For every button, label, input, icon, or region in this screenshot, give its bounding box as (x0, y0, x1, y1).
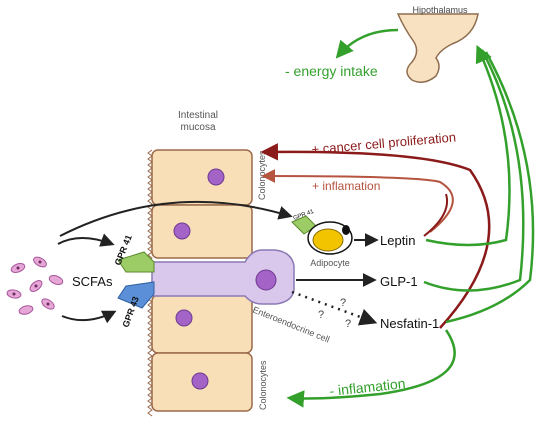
hypothalamus-label: Hipothalamus (412, 5, 468, 15)
gpr41-receptor (117, 251, 155, 273)
colonocyte-column (151, 149, 253, 412)
colonocytes-label-top: Colonocytes (257, 150, 267, 200)
inflamation-minus-arrow (286, 329, 456, 408)
cell-nucleus (175, 309, 193, 327)
scfa-molecules (6, 256, 64, 315)
cancer-proliferation-label: + cancer cell proliferation (311, 129, 457, 157)
intestinal-mucosa-label-line1: Intestinal (178, 110, 218, 121)
intestinal-mucosa-label-line2: mucosa (180, 122, 215, 133)
gpr43-receptor (117, 281, 155, 309)
nesfatin-to-hypothalamus-arrow (445, 51, 535, 324)
enteroendocrine-to-nesfatin-dotted-arrow (291, 290, 378, 326)
microvilli-border (147, 149, 153, 417)
scfa-molecule (18, 305, 34, 315)
unknown-mark: ? (340, 297, 346, 309)
scfa-arrow-upper (57, 233, 115, 247)
adipocyte-nucleus (342, 225, 350, 235)
enteroendocrine-cell (151, 249, 295, 305)
scfa-dot (12, 292, 16, 296)
enteroendocrine-nucleus (255, 269, 277, 291)
adipocyte-label: Adipocyte (310, 258, 350, 268)
unknown-mark: ? (318, 309, 324, 321)
scfa-dot (16, 266, 20, 270)
colonocyte-cell (151, 149, 253, 206)
adipocyte-group: GPR 41 Adipocyte (291, 209, 353, 268)
scfa-arrow-lower (61, 310, 117, 324)
hypothalamus-shape (396, 13, 479, 83)
leptin-to-hypothalamus-arrow (425, 44, 511, 247)
energy-intake-label: - energy intake (285, 63, 378, 79)
inflamation-minus-label: - inflamation (329, 375, 407, 399)
cell-nucleus (207, 168, 225, 186)
scfa-dot (34, 284, 38, 288)
cell-nucleus (191, 372, 209, 390)
scfa-dot (38, 260, 42, 264)
scfa-dot (46, 302, 50, 306)
colonocyte-cell (151, 204, 253, 259)
unknown-mark: ? (345, 318, 351, 330)
adipocyte-fat-droplet (312, 228, 344, 252)
inflamation-plus-arrow (261, 169, 454, 233)
glp1-to-hypothalamus-arrow (423, 49, 525, 292)
scfa-molecule (48, 275, 64, 285)
leptin-label: Leptin (380, 233, 415, 248)
hypothalamus-group: Hipothalamus (396, 5, 479, 83)
glp1-label: GLP-1 (380, 274, 418, 289)
inflamation-plus-label: + inflamation (312, 179, 380, 193)
nesfatin-label: Nesfatin-1 (380, 316, 439, 331)
gpr41-receptor-group: GPR 41 (113, 233, 155, 273)
cell-nucleus (173, 222, 191, 240)
leptin-red-link (423, 193, 448, 237)
colonocytes-label-bottom: Colonocytes (258, 360, 268, 410)
cancer-proliferation-arrow (260, 143, 491, 329)
colonocyte-cell (151, 294, 253, 354)
scfas-label: SCFAs (72, 274, 113, 289)
energy-intake-arrow (335, 28, 399, 59)
scfa-to-adipocyte-arrow (59, 200, 293, 237)
